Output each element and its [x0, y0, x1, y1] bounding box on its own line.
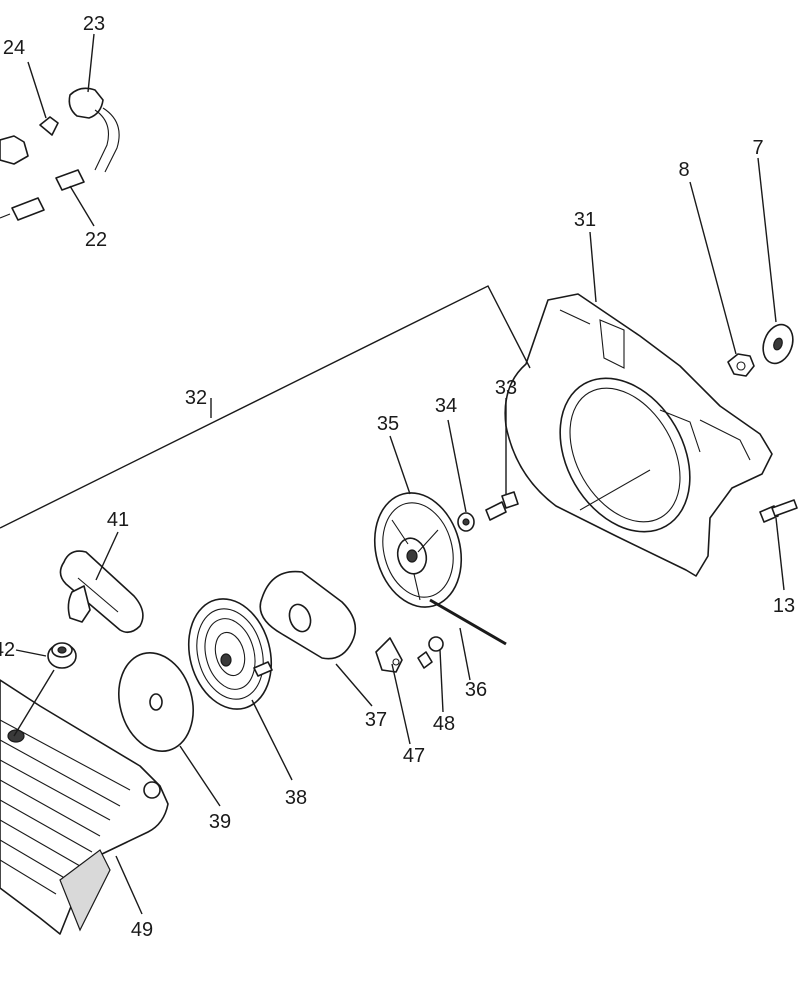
starter-handle [59, 550, 144, 634]
starter-housing [0, 679, 169, 935]
leader-lines [0, 33, 785, 915]
callout-47: 47 [403, 745, 425, 767]
recoil-spring [187, 598, 273, 710]
callout-42: 42 [0, 639, 15, 661]
screw-33 [485, 491, 519, 521]
pawl [375, 637, 403, 673]
starter-pulley [373, 492, 463, 608]
fuel-hose-assembly [0, 87, 120, 221]
spring-plate [259, 570, 357, 660]
washer-34 [457, 512, 475, 532]
spring-disc [118, 652, 194, 752]
callout-8: 8 [678, 159, 689, 181]
callout-49: 49 [131, 919, 153, 941]
callout-34: 34 [435, 395, 457, 417]
callout-36: 36 [465, 679, 487, 701]
starter-rope [429, 598, 507, 646]
callout-39: 39 [209, 811, 231, 833]
callout-48: 48 [433, 713, 455, 735]
screw-48 [417, 636, 444, 669]
callout-22: 22 [85, 229, 107, 251]
callout-38: 38 [285, 787, 307, 809]
callout-41: 41 [107, 509, 129, 531]
callout-32: 32 [185, 387, 207, 409]
callout-7: 7 [752, 137, 763, 159]
callout-31: 31 [574, 209, 596, 231]
nut [727, 353, 755, 377]
fan-housing [504, 293, 773, 577]
callout-23: 23 [83, 13, 105, 35]
grommet [47, 642, 77, 669]
callout-13: 13 [773, 595, 795, 617]
bolt-13 [759, 499, 798, 523]
washer [762, 323, 794, 365]
callout-24: 24 [3, 37, 25, 59]
callout-37: 37 [365, 709, 387, 731]
callout-35: 35 [377, 413, 399, 435]
callout-33: 33 [495, 377, 517, 399]
